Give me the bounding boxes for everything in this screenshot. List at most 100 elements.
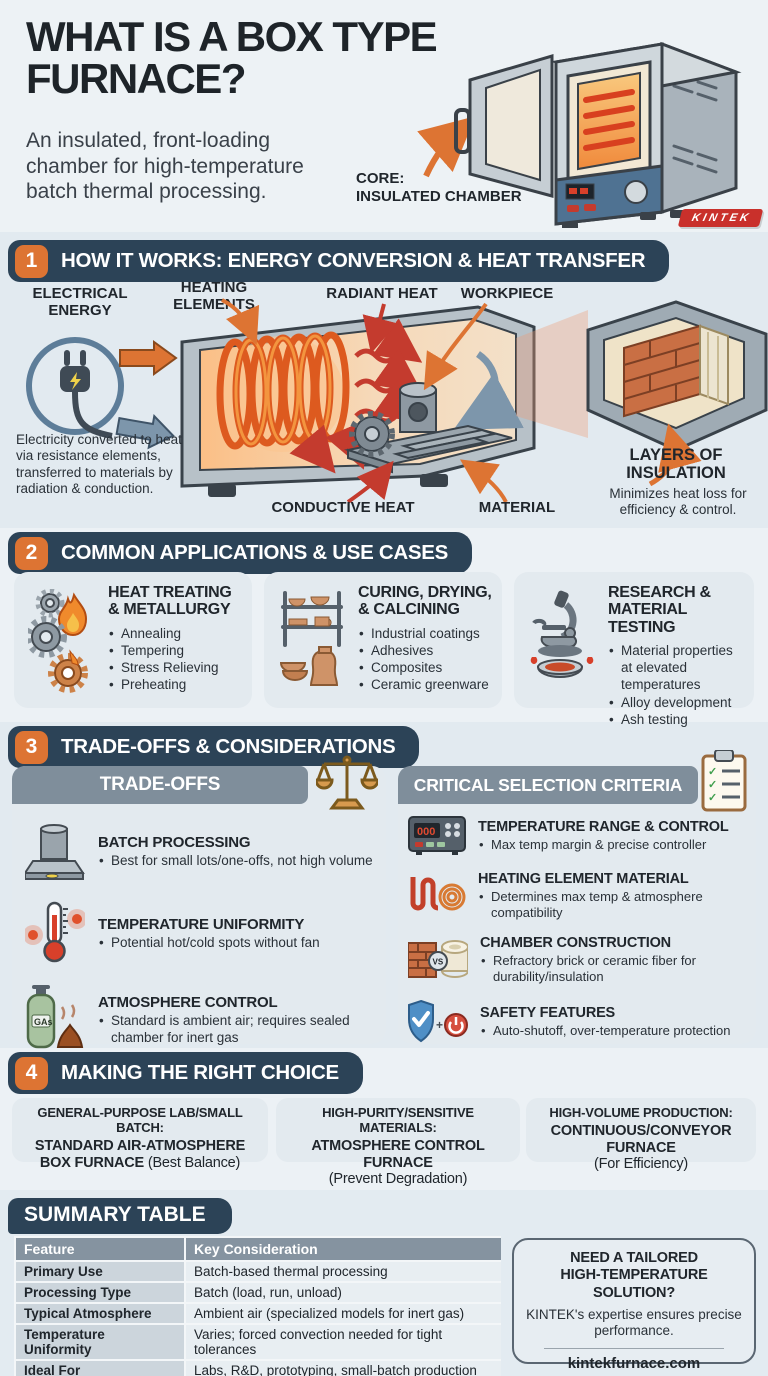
label-layers-of-insulation: LAYERS OF INSULATION xyxy=(626,446,726,483)
curved-arrow-icon xyxy=(417,116,476,178)
criteria-desc: Refractory brick or ceramic fiber for du… xyxy=(480,953,746,985)
thermometer-icon xyxy=(24,901,86,967)
svg-text:+: + xyxy=(436,1018,443,1032)
gas-cylinder-icon: GAs xyxy=(24,985,86,1055)
tradeoff-desc: Best for small lots/one-offs, not high v… xyxy=(98,853,373,870)
section1-number-badge: 1 xyxy=(15,244,48,278)
section4-number-badge: 4 xyxy=(15,1056,48,1090)
page-subtitle: An insulated, front-loading chamber for … xyxy=(26,129,304,204)
summary-feature-cell: Ideal For xyxy=(16,1361,184,1376)
cta-url: kintekfurnace.com xyxy=(567,1354,701,1372)
choice-main-text: STANDARD AIR-ATMOSPHERE BOX FURNACE xyxy=(34,1138,246,1171)
summary-feature-cell: Typical Atmosphere xyxy=(16,1304,184,1323)
bullet: Industrial coatings xyxy=(358,625,492,643)
application-card-bullets: Annealing Tempering Stress Relieving Pre… xyxy=(108,625,242,694)
bullet: Alloy development xyxy=(608,694,744,712)
heat-transfer-diagram-illustration xyxy=(26,298,768,504)
box-furnace-illustration xyxy=(454,41,742,228)
criteria-desc: Max temp margin & precise controller xyxy=(478,837,729,853)
svg-text:✓: ✓ xyxy=(708,779,717,791)
summary-value-cell: Batch-based thermal processing xyxy=(186,1262,501,1281)
cta-title: NEED A TAILORED HIGH-TEMPERATURE SOLUTIO… xyxy=(560,1250,708,1301)
bullet: Adhesives xyxy=(358,642,492,660)
summary-feature-cell: Temperature Uniformity xyxy=(16,1325,184,1359)
label-conductive-heat: CONDUCTIVE HEAT xyxy=(271,499,415,516)
electricity-caption: Electricity converted to heat via resist… xyxy=(16,432,182,497)
label-electrical-energy: ELECTRICAL ENERGY xyxy=(32,285,128,319)
label-radiant-heat: RADIANT HEAT xyxy=(326,285,438,302)
label-material: MATERIAL xyxy=(478,499,556,516)
cta-body: KINTEK's expertise ensures precise perfo… xyxy=(526,1307,742,1339)
summary-feature-cell: Primary Use xyxy=(16,1262,184,1281)
cta-card: NEED A TAILORED HIGH-TEMPERATURE SOLUTIO… xyxy=(512,1238,756,1372)
bullet: Ash testing xyxy=(608,711,744,729)
section3-number-badge: 3 xyxy=(15,730,48,764)
application-card-title: HEAT TREATING & METALLURGY xyxy=(108,584,232,619)
heating-element-icon xyxy=(408,873,466,919)
application-card-title: RESEARCH & MATERIAL TESTING xyxy=(608,584,711,636)
summary-value-cell: Ambient air (specialized models for iner… xyxy=(186,1304,501,1323)
label-workpiece: WORKPIECE xyxy=(460,285,554,302)
brick-vs-fiber-icon: VS xyxy=(408,935,468,985)
section1-header: 1 HOW IT WORKS: ENERGY CONVERSION & HEAT… xyxy=(8,240,670,282)
tradeoffs-panel-header: TRADE-OFFS xyxy=(12,766,308,804)
tradeoff-item-uniformity: TEMPERATURE UNIFORMITY Potential hot/col… xyxy=(12,892,386,976)
section1-title: HOW IT WORKS: ENERGY CONVERSION & HEAT T… xyxy=(61,249,646,272)
choice-main-text: CONTINUOUS/CONVEYOR FURNACE xyxy=(550,1123,732,1156)
criteria-panel-header: CRITICAL SELECTION CRITERIA xyxy=(398,766,698,804)
clipboard-checklist-icon: ✓ ✓ ✓ xyxy=(701,750,747,812)
bullet: Tempering xyxy=(108,642,242,660)
choice-main: STANDARD AIR-ATMOSPHERE BOX FURNACE (Bes… xyxy=(20,1138,260,1171)
criteria-item-chamber: VS CHAMBER CONSTRUCTION Refractory brick… xyxy=(398,928,756,992)
svg-text:✓: ✓ xyxy=(708,766,717,778)
tradeoff-desc: Potential hot/cold spots without fan xyxy=(98,935,320,952)
criteria-desc: Determines max temp & atmosphere compati… xyxy=(478,889,746,921)
summary-col-header: Key Consideration xyxy=(186,1238,501,1260)
choice-card-volume: HIGH-VOLUME PRODUCTION: CONTINUOUS/CONVE… xyxy=(526,1098,756,1172)
plug-icon xyxy=(26,337,124,439)
section4-title: MAKING THE RIGHT CHOICE xyxy=(61,1061,339,1084)
section2-header: 2 COMMON APPLICATIONS & USE CASES xyxy=(8,532,473,574)
criteria-title: SAFETY FEATURES xyxy=(480,1004,616,1021)
criteria-panel: CRITICAL SELECTION CRITERIA ✓ ✓ ✓ 000 xyxy=(398,750,756,1044)
page-title-line2: FURNACE? xyxy=(26,55,246,102)
section4-header: 4 MAKING THE RIGHT CHOICE xyxy=(8,1052,363,1094)
application-card-curing: CURING, DRYING, & CALCINING Industrial c… xyxy=(264,572,502,708)
choice-heading: HIGH-PURITY/SENSITIVE MATERIALS: xyxy=(322,1105,474,1135)
summary-feature-cell: Processing Type xyxy=(16,1283,184,1302)
section2-title: COMMON APPLICATIONS & USE CASES xyxy=(61,541,449,564)
page-title-line1: WHAT IS A BOX TYPE xyxy=(26,13,438,60)
criteria-title: TEMPERATURE RANGE & CONTROL xyxy=(478,819,729,836)
application-card-title: CURING, DRYING, & CALCINING xyxy=(358,584,492,619)
page-title: WHAT IS A BOX TYPE FURNACE? xyxy=(26,13,438,102)
temperature-controller-icon: 000 xyxy=(408,815,466,857)
summary-col-header: Feature xyxy=(16,1238,184,1260)
criteria-item-safety: + SAFETY FEATURES Auto-shutoff, over-tem… xyxy=(398,992,756,1052)
shield-power-icon: + xyxy=(408,999,468,1045)
tradeoff-item-batch: BATCH PROCESSING Best for small lots/one… xyxy=(12,812,386,892)
bullet: Composites xyxy=(358,659,492,677)
summary-value-cell: Batch (load, run, unload) xyxy=(186,1283,501,1302)
bullet: Ceramic greenware xyxy=(358,676,492,694)
choice-note: (Best Balance) xyxy=(147,1154,241,1171)
summary-value-cell: Labs, R&D, prototyping, small-batch prod… xyxy=(186,1361,501,1376)
criteria-title: HEATING ELEMENT MATERIAL xyxy=(478,871,689,887)
bullet: Preheating xyxy=(108,676,242,694)
vs-label: VS xyxy=(433,957,444,966)
bullet: Stress Relieving xyxy=(108,659,242,677)
gears-flame-icon xyxy=(26,584,98,698)
choice-card-purity: HIGH-PURITY/SENSITIVE MATERIALS: ATMOSPH… xyxy=(276,1098,520,1187)
summary-value-cell: Varies; forced convection needed for tig… xyxy=(186,1325,501,1359)
criteria-item-temperature: 000 TEMPERATURE RANGE & CONTROL Max temp… xyxy=(398,808,756,864)
criteria-title: CHAMBER CONSTRUCTION xyxy=(480,934,671,951)
summary-table-title: SUMMARY TABLE xyxy=(8,1198,232,1234)
summary-table: Feature Key Consideration Primary Use Ba… xyxy=(14,1236,501,1376)
choice-heading: GENERAL-PURPOSE LAB/SMALL BATCH: xyxy=(37,1105,243,1135)
pottery-rack-icon xyxy=(276,584,348,698)
microscope-crucible-icon xyxy=(526,584,598,698)
batch-platform-icon xyxy=(24,821,86,883)
tradeoff-title: TEMPERATURE UNIFORMITY xyxy=(98,916,305,934)
choice-card-general: GENERAL-PURPOSE LAB/SMALL BATCH: STANDAR… xyxy=(12,1098,268,1171)
choice-main-text: ATMOSPHERE CONTROL FURNACE xyxy=(311,1138,485,1171)
